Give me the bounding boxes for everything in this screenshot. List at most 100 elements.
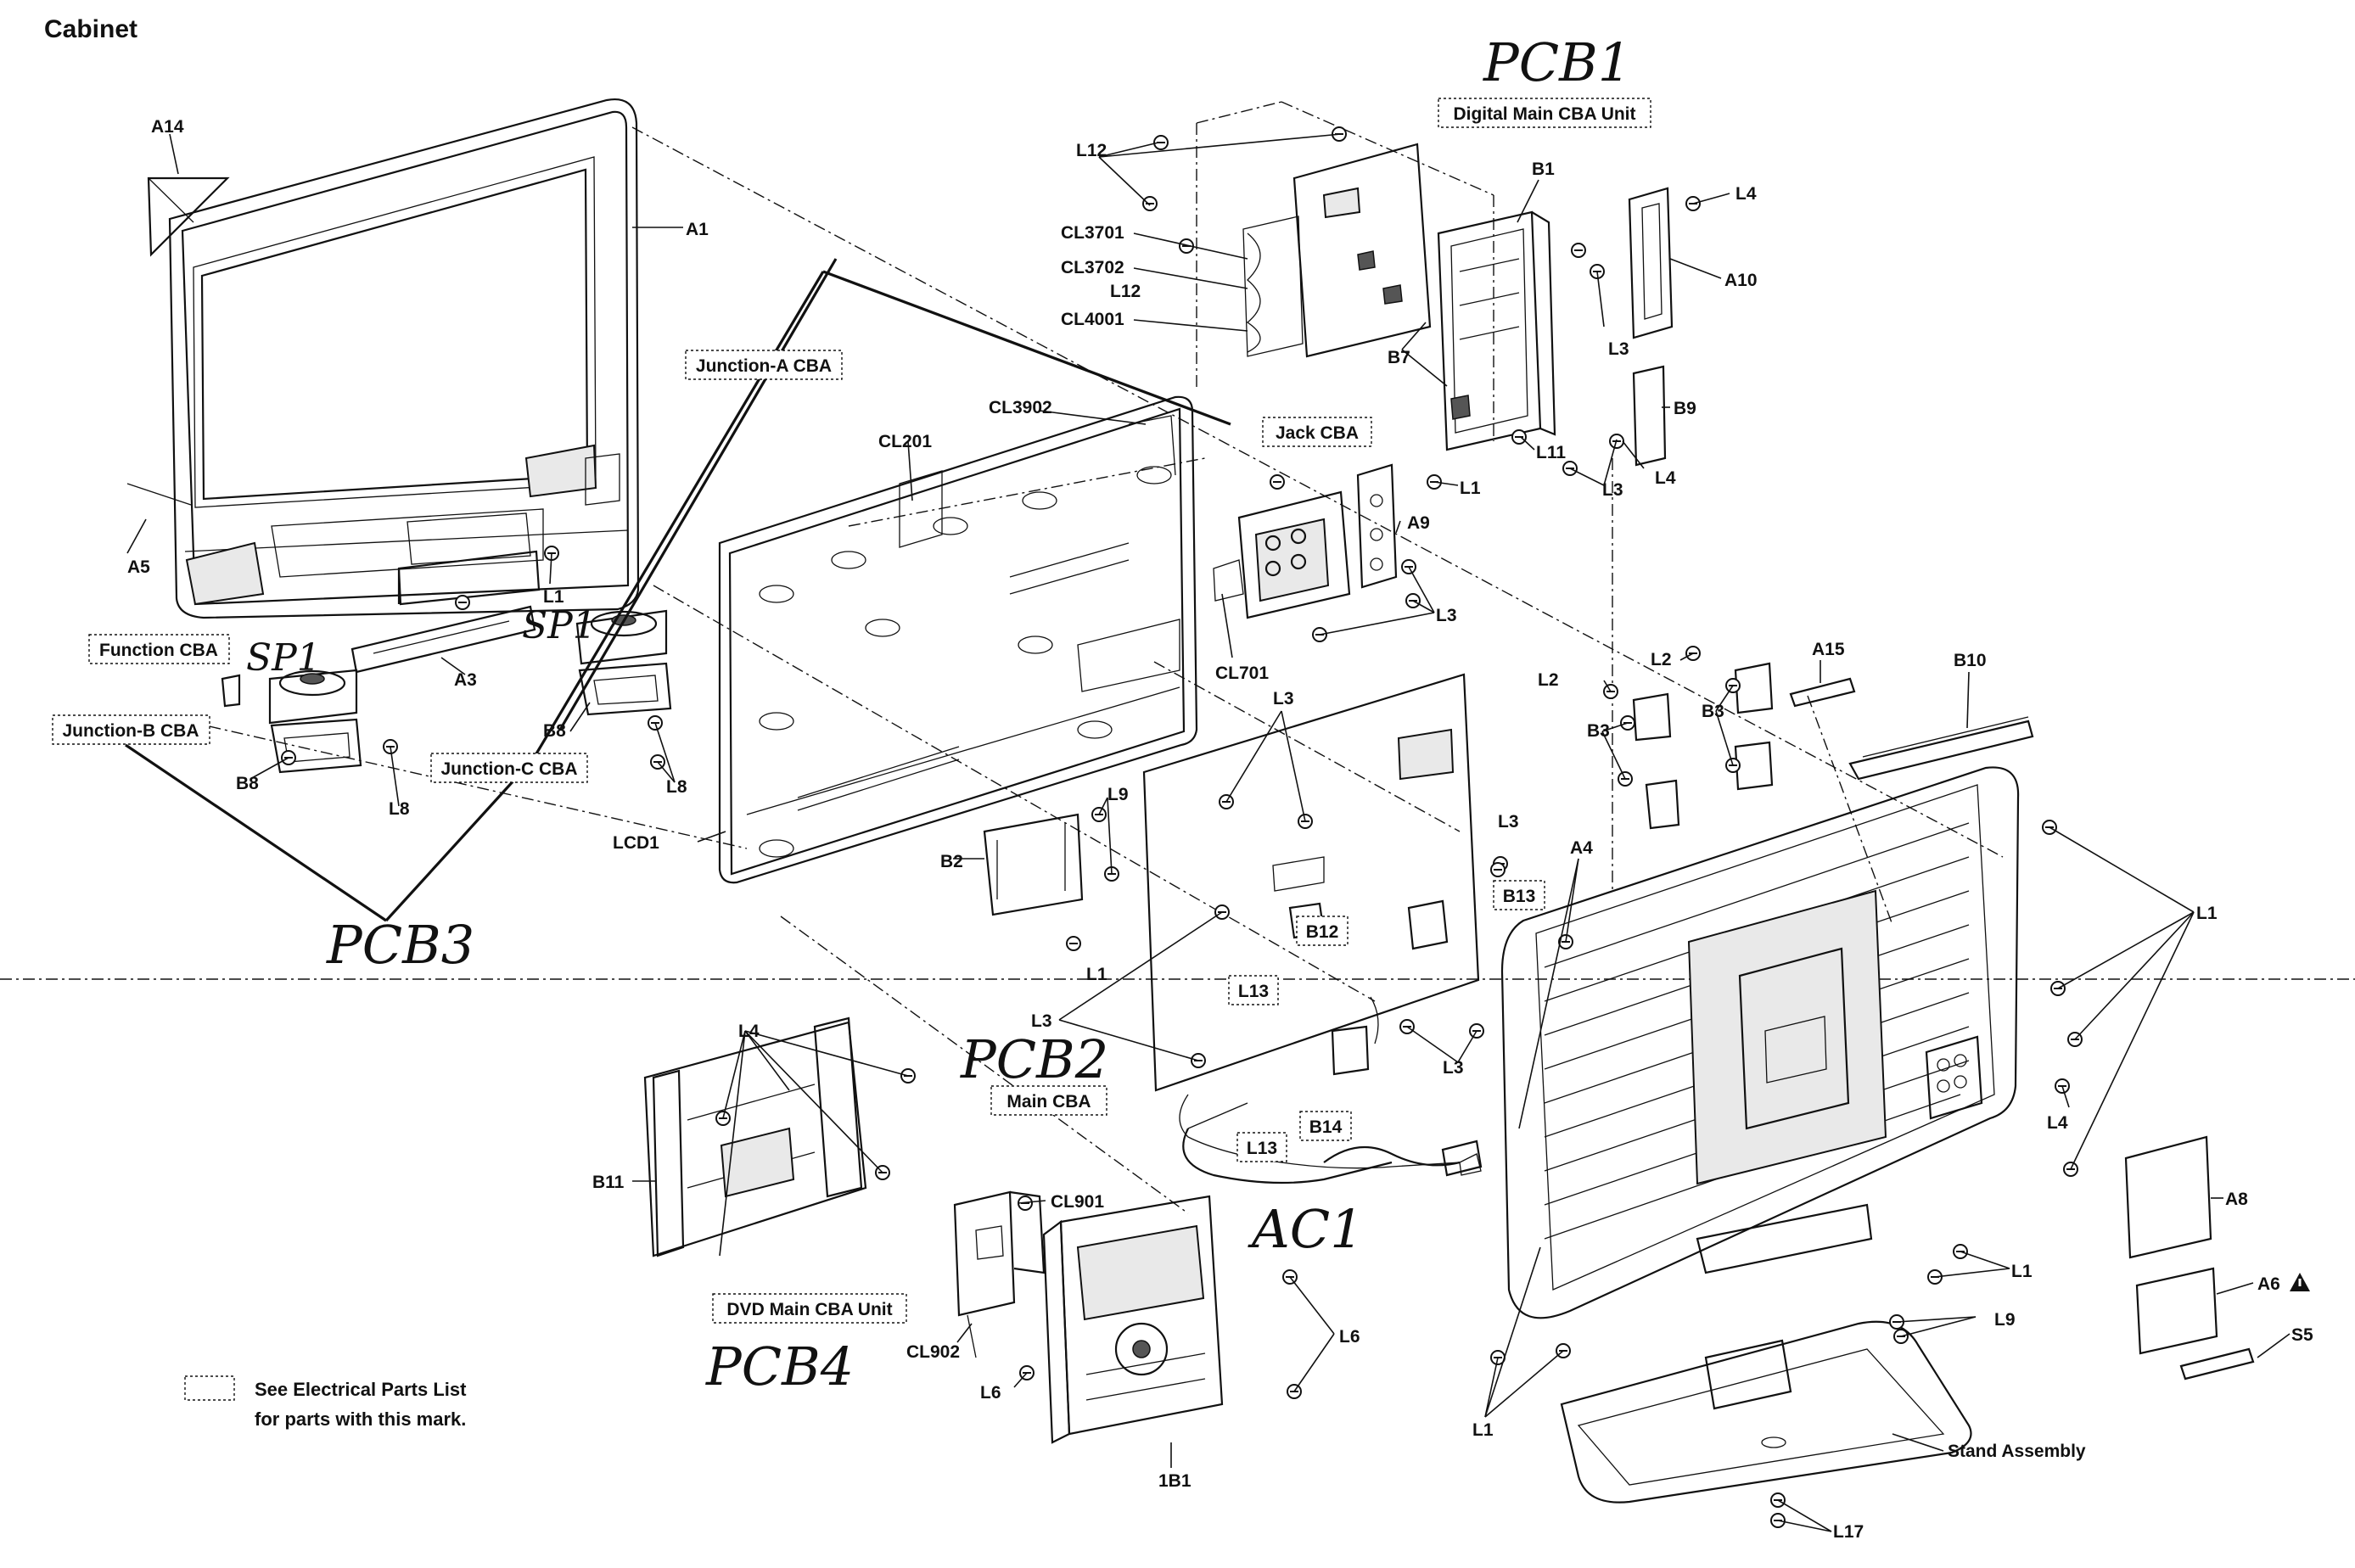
part-label-cl3902: CL3902: [989, 398, 1052, 417]
function-cba-label: Function CBA: [99, 641, 218, 660]
part-label-cl3702: CL3702: [1061, 258, 1124, 277]
part-label-a3: A3: [454, 670, 477, 690]
part-label-l12: L12: [1110, 282, 1141, 301]
handwritten-sp1-right: SP1: [522, 604, 597, 647]
b11-frame: [643, 1016, 867, 1257]
part-label-l2: L2: [1651, 650, 1672, 669]
part-label-a9: A9: [1407, 513, 1430, 533]
handwritten-pcb2: PCB2: [960, 1028, 1108, 1090]
rear-cabinet-a4: [1500, 766, 2020, 1319]
part-label-l3: L3: [1602, 480, 1623, 500]
part-label-a8: A8: [2225, 1190, 2248, 1209]
part-label-l1: L1: [1472, 1420, 1494, 1440]
legend-note: See Electrical Parts List for parts with…: [184, 1375, 467, 1430]
part-label-l9: L9: [1994, 1310, 2016, 1330]
b14-label: B14: [1309, 1117, 1343, 1137]
part-label-l1: L1: [1460, 479, 1481, 498]
part-label-l6: L6: [980, 1383, 1001, 1403]
part-label-b8: B8: [543, 721, 566, 741]
part-label-b3: B3: [1587, 721, 1610, 741]
part-label-b9: B9: [1674, 399, 1696, 418]
digital-main-cba: [1242, 143, 1432, 358]
legend-dotted-box-icon: [184, 1375, 235, 1401]
junction-c-cba-label: Junction-C CBA: [441, 759, 578, 779]
junction-b-cba-box: Junction-B CBA: [52, 714, 210, 745]
rear-label-sheets: [2124, 1135, 2255, 1380]
diagram-title: Cabinet: [44, 15, 137, 43]
l13-box-upper: L13: [1228, 975, 1279, 1005]
b13-box: B13: [1493, 880, 1545, 910]
part-label-l8: L8: [666, 777, 687, 797]
dvd-main-cba-unit-box: DVD Main CBA Unit: [712, 1293, 907, 1324]
digital-main-cba-unit-label: Digital Main CBA Unit: [1453, 104, 1635, 124]
part-label-l3: L3: [1031, 1011, 1052, 1031]
b13-label: B13: [1503, 887, 1536, 906]
part-label-l1: L1: [2196, 904, 2218, 923]
main-cba-box: Main CBA: [990, 1085, 1107, 1116]
junction-a-cba-box: Junction-A CBA: [685, 350, 843, 380]
part-label-a6: A6: [2257, 1274, 2280, 1294]
ac-power-cord: [1182, 1128, 1483, 1184]
part-label-b10: B10: [1954, 651, 1987, 670]
bezel-bracket: [397, 550, 541, 606]
part-label-l6: L6: [1339, 1327, 1360, 1347]
digital-main-cba-unit-box: Digital Main CBA Unit: [1438, 98, 1651, 128]
part-label-b7: B7: [1388, 348, 1410, 367]
handwritten-ac1: AC1: [1248, 1198, 1364, 1260]
l13-label-upper: L13: [1238, 982, 1269, 1001]
part-label-stand-assembly: Stand Assembly: [1948, 1442, 2086, 1461]
part-label-cl4001: CL4001: [1061, 310, 1124, 329]
part-label-s5: S5: [2291, 1325, 2313, 1345]
part-label-b1: B1: [1532, 160, 1555, 179]
b9-strip: [1632, 365, 1667, 467]
part-label-l4: L4: [1655, 468, 1676, 488]
b1-shield-box: [1437, 210, 1556, 451]
part-label-l8: L8: [389, 799, 410, 819]
junction-b-cba-label: Junction-B CBA: [63, 721, 199, 741]
part-label-l3: L3: [1498, 812, 1519, 832]
part-label-l3: L3: [1436, 606, 1457, 625]
part-label-a10: A10: [1724, 271, 1758, 290]
main-cba-label: Main CBA: [1006, 1092, 1091, 1112]
part-label-l3: L3: [1443, 1058, 1464, 1078]
junction-c-cba-box: Junction-C CBA: [430, 753, 588, 783]
b12-label: B12: [1306, 922, 1339, 942]
l13-label-lower: L13: [1247, 1139, 1277, 1158]
warning-triangle-icon: [2290, 1273, 2310, 1291]
l13-box-lower: L13: [1236, 1132, 1287, 1162]
part-label-a15: A15: [1812, 640, 1845, 659]
jack-cba-label: Jack CBA: [1276, 423, 1359, 443]
stand-assembly: [1560, 1320, 1972, 1504]
part-label-l3: L3: [1273, 689, 1294, 708]
junction-a-cba-label: Junction-A CBA: [696, 356, 832, 376]
part-label-l1: L1: [2011, 1262, 2033, 1281]
part-label-l3: L3: [1608, 339, 1629, 359]
part-label-cl701: CL701: [1215, 664, 1269, 683]
function-cba-box: Function CBA: [88, 634, 230, 664]
part-label-lcd1: LCD1: [613, 833, 659, 853]
part-label-b3: B3: [1702, 702, 1724, 721]
dvd-main-cba-board: [953, 1190, 1046, 1358]
dvd-mechanism-1b1: [1042, 1195, 1224, 1444]
jack-cba-box: Jack CBA: [1262, 417, 1372, 447]
a14-label-sheet: [147, 176, 230, 257]
part-label-l9: L9: [1107, 785, 1129, 804]
b14-box: B14: [1299, 1111, 1352, 1141]
part-label-l17: L17: [1833, 1522, 1864, 1542]
part-label-a5: A5: [127, 557, 150, 577]
front-bezel-a1: [126, 98, 640, 619]
part-label-a4: A4: [1570, 838, 1593, 858]
handwritten-pcb4: PCB4: [705, 1336, 854, 1397]
part-label-l1: L1: [543, 587, 564, 607]
part-label-l12: L12: [1076, 141, 1107, 160]
a10-bracket: [1628, 187, 1674, 339]
part-label-l11: L11: [1536, 443, 1566, 462]
legend-note-line-2: for parts with this mark.: [255, 1408, 466, 1430]
part-label-cl902: CL902: [906, 1342, 960, 1362]
part-label-l4: L4: [2047, 1113, 2068, 1133]
screw-icons: [281, 126, 2083, 1528]
speaker-right: [575, 609, 672, 716]
part-label-b2: B2: [940, 852, 963, 871]
part-label-a1: A1: [686, 220, 709, 239]
